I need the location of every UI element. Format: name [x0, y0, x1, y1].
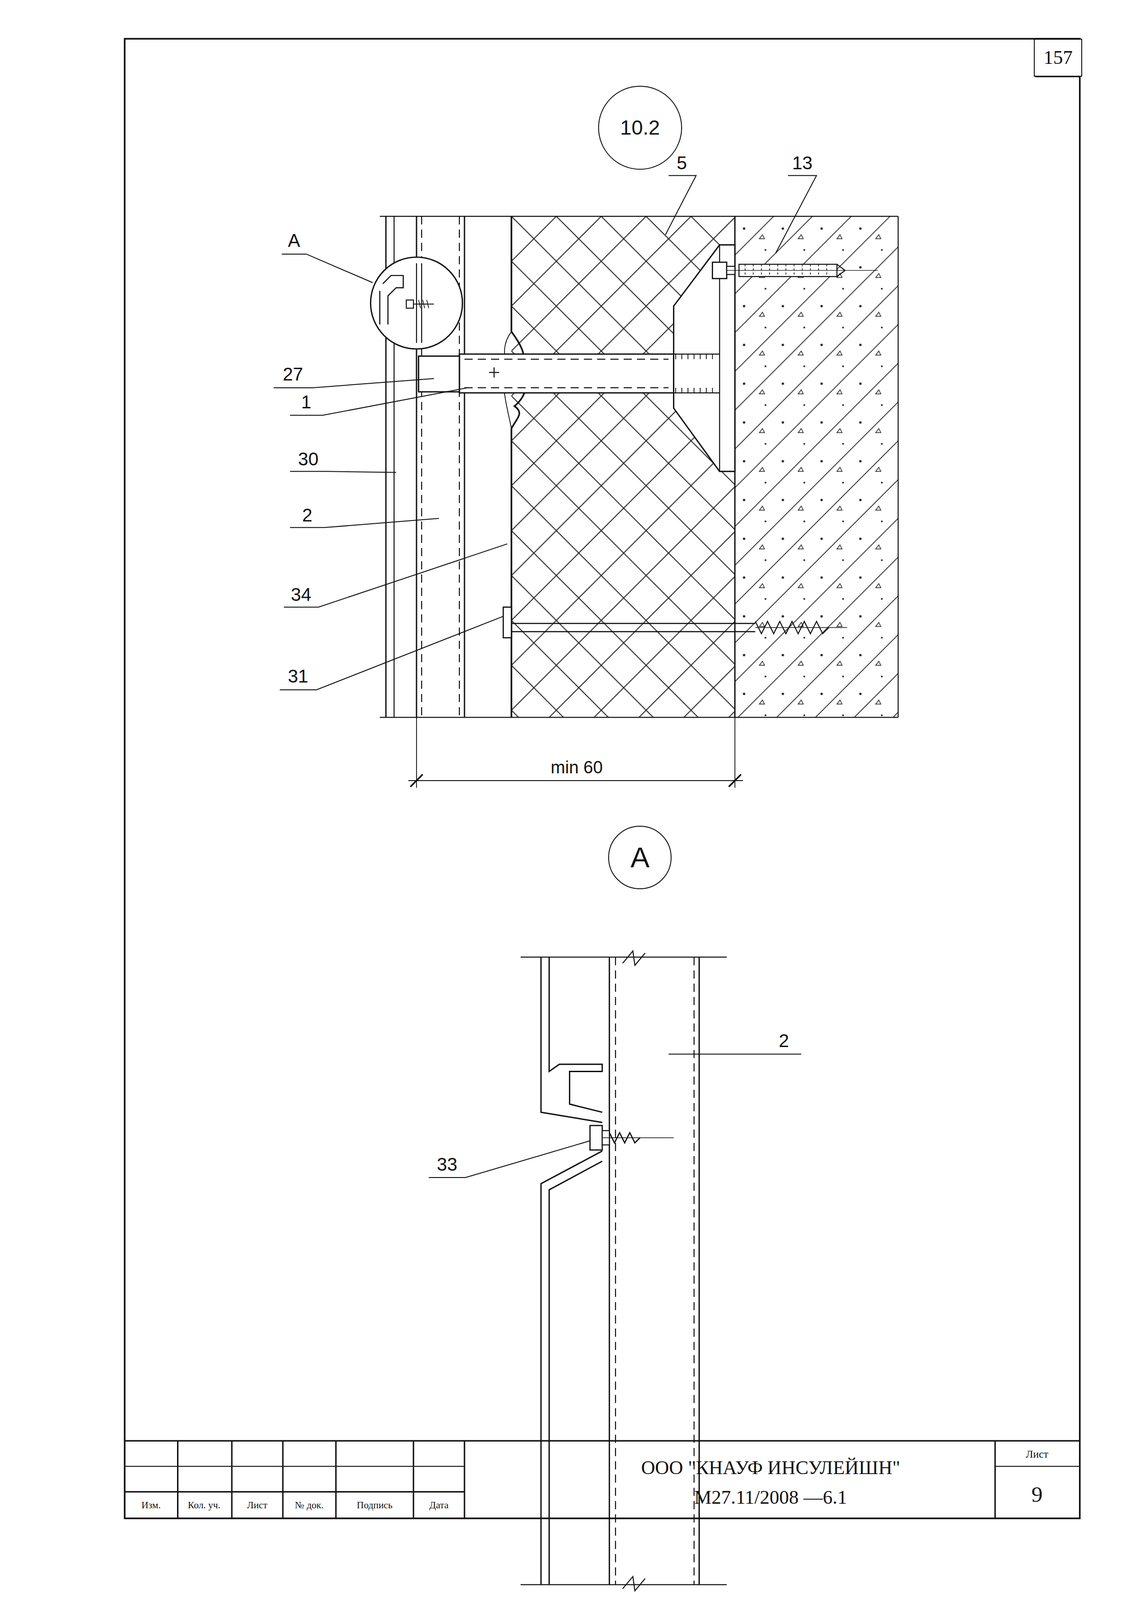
callout-number: 34	[291, 585, 312, 605]
title-block-header: Дата	[429, 1500, 449, 1511]
title-block-header: Кол. уч.	[187, 1500, 221, 1511]
callout-number: 30	[297, 450, 319, 469]
title-block-header: Подпись	[356, 1500, 393, 1511]
sheet-number-box: 157	[1033, 38, 1083, 77]
dimension-text: min 60	[550, 758, 603, 777]
callout-number: 31	[287, 667, 309, 686]
detail-mark-text: A	[630, 843, 650, 872]
callout-number: 2	[302, 506, 313, 525]
callout-number: 2	[778, 1031, 789, 1051]
callout-letter: A	[287, 231, 301, 251]
callout-number: 13	[792, 154, 813, 173]
title-block-header: Изм.	[141, 1500, 161, 1511]
callout-number: 1	[301, 392, 312, 412]
title-block-header: Лист	[247, 1500, 268, 1511]
sheet-label: Лист	[1026, 1448, 1049, 1460]
company-name: ООО "КНАУФ ИНСУЛЕЙШН"	[641, 1458, 901, 1478]
detail-mark-circle: 10.2	[598, 85, 683, 170]
sheet-number: 9	[1031, 1483, 1043, 1506]
document-code: М27.11/2008 —6.1	[694, 1487, 848, 1508]
callout-number: 5	[676, 154, 687, 173]
detail-mark-circle: A	[608, 825, 672, 890]
detail-mark-text: 157	[1043, 47, 1073, 68]
title-block-header: № док.	[295, 1500, 324, 1511]
detail-mark-text: 10.2	[620, 117, 660, 138]
callout-number: 33	[437, 1155, 458, 1174]
callout-number: 27	[282, 365, 304, 384]
